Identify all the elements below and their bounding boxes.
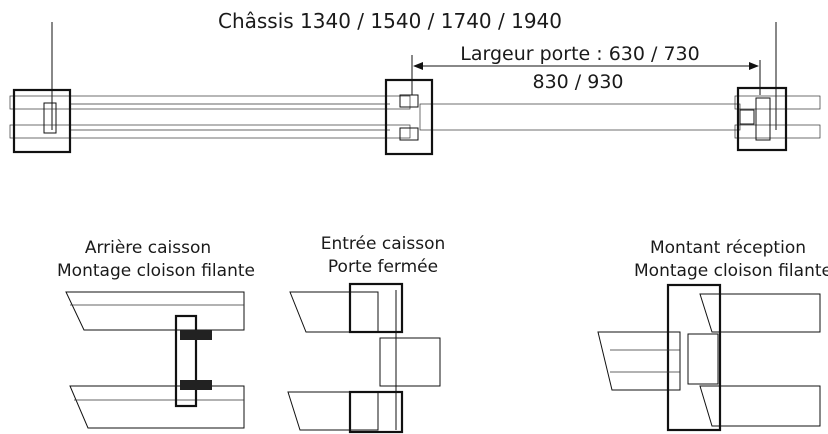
door-width-label-line2: 830 / 930 [532, 71, 623, 93]
detail-title-line1: Entrée caisson [321, 234, 446, 254]
door-width-label-line1: Largeur porte : 630 / 730 [460, 43, 699, 65]
plan-view: Châssis 1340 / 1540 / 1740 / 1940 Largeu… [9, 9, 821, 156]
right-partition [734, 95, 821, 110]
detail-title-line2: Montage cloison filante [634, 261, 828, 281]
detail-box-receiving-post [736, 86, 788, 152]
detail-title-line1: Montant réception [650, 238, 806, 258]
frame-dimension-label: Châssis 1340 / 1540 / 1740 / 1940 [218, 9, 562, 33]
detail-title-line2: Montage cloison filante [57, 261, 255, 281]
detail-receiving-post: Montant réception Montage cloison filant… [597, 238, 828, 432]
cassette-body [9, 95, 411, 139]
detail-title-line1: Arrière caisson [85, 238, 211, 258]
detail-cassette-entry: Entrée caisson Porte fermée [287, 234, 446, 434]
detail-cassette-back: Arrière caisson Montage cloison filante [57, 238, 255, 429]
detail-title-line2: Porte fermée [328, 257, 438, 277]
detail-box-cassette-entry [384, 78, 434, 156]
detail-box-cassette-back [12, 88, 72, 154]
door-leaf [419, 103, 741, 131]
